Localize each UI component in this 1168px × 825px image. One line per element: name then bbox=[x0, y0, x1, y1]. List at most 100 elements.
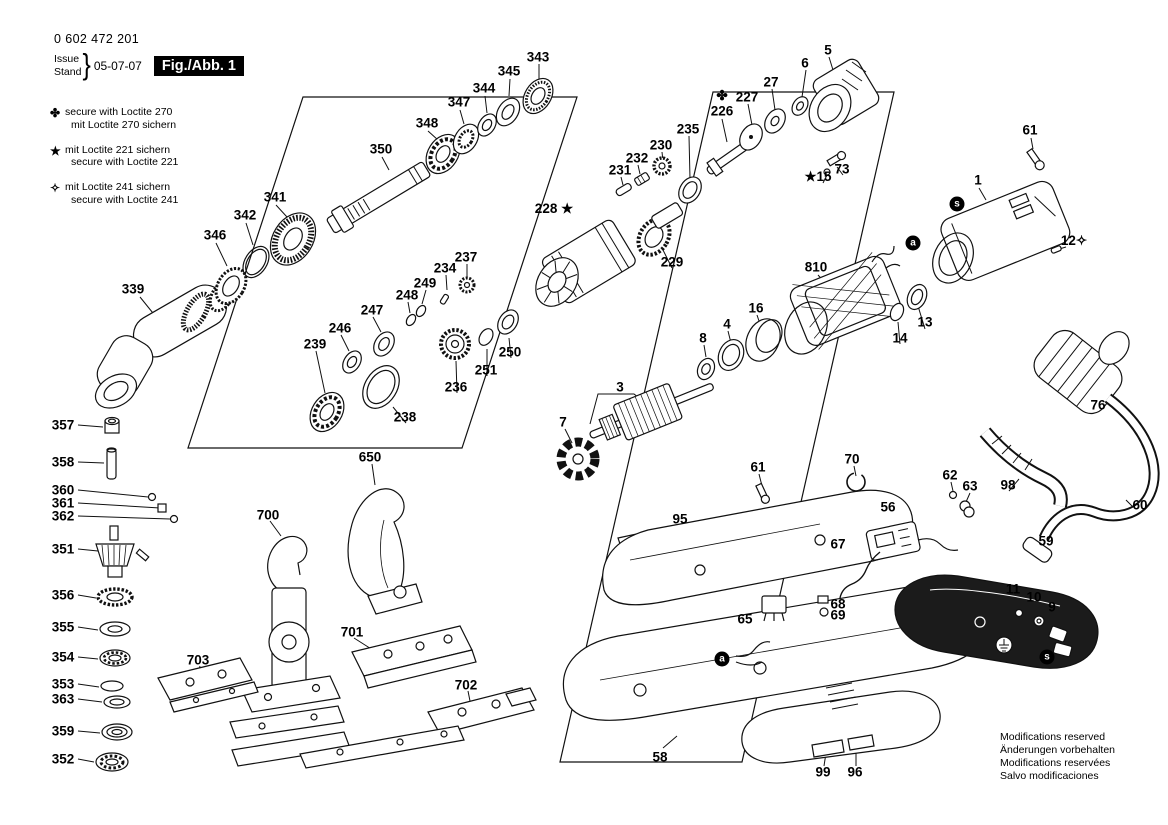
part-label-239: 239 bbox=[303, 336, 327, 352]
accessory-parts bbox=[95, 416, 537, 772]
part-label-12: 12✧ bbox=[1060, 233, 1088, 248]
housing-assembly bbox=[562, 329, 1160, 764]
part-label-14: 14 bbox=[892, 330, 908, 346]
part-label-56: 56 bbox=[880, 499, 896, 515]
part-label-61: 61 bbox=[750, 459, 766, 475]
part-label-250: 250 bbox=[498, 344, 522, 360]
part-label-700: 700 bbox=[256, 507, 280, 523]
part-label-236: 236 bbox=[444, 379, 468, 395]
figure-label: Fig./Abb. 1 bbox=[153, 55, 244, 76]
part-label-58: 58 bbox=[652, 749, 668, 765]
part-label-702: 702 bbox=[454, 677, 478, 693]
part-label-352: 352 bbox=[51, 751, 75, 767]
part-label-341: 341 bbox=[263, 189, 287, 205]
title-block: 0 602 472 201 Issue Stand } 05-07-07 Fig… bbox=[54, 32, 244, 82]
part-label-60: 60 bbox=[1132, 497, 1148, 513]
part-label-65: 65 bbox=[737, 611, 753, 627]
circle-marker-a: a bbox=[714, 651, 730, 667]
clover-icon: ✤ bbox=[50, 106, 61, 120]
part-label-248: 248 bbox=[395, 287, 419, 303]
part-label-363: 363 bbox=[51, 691, 75, 707]
part-label-4: 4 bbox=[723, 316, 731, 332]
part-label-: ✤ bbox=[716, 88, 728, 103]
part-label-359: 359 bbox=[51, 723, 75, 739]
part-label-227: 227 bbox=[735, 89, 759, 105]
part-label-353: 353 bbox=[51, 676, 75, 692]
issue-date: 05-07-07 bbox=[93, 58, 142, 73]
part-label-357: 357 bbox=[51, 417, 75, 433]
part-label-356: 356 bbox=[51, 587, 75, 603]
part-label-347: 347 bbox=[447, 94, 471, 110]
part-label-344: 344 bbox=[472, 80, 496, 96]
part-label-8: 8 bbox=[699, 330, 707, 346]
part-label-342: 342 bbox=[233, 207, 257, 223]
part-label-235: 235 bbox=[676, 121, 700, 137]
part-label-810: 810 bbox=[804, 259, 828, 275]
brace-glyph: } bbox=[82, 48, 91, 82]
part-label-237: 237 bbox=[454, 249, 478, 265]
legend-270-line1: secure with Loctite 270 bbox=[65, 106, 173, 118]
legend-row-loctite-221: ★ mit Loctite 221 sichern secure with Lo… bbox=[50, 144, 178, 170]
footer-line-de: Änderungen vorbehalten bbox=[1000, 744, 1116, 757]
part-label-99: 99 bbox=[815, 764, 831, 780]
part-label-1: 1 bbox=[974, 172, 982, 188]
part-label-355: 355 bbox=[51, 619, 75, 635]
part-label-62: 62 bbox=[942, 467, 958, 483]
part-label-343: 343 bbox=[526, 49, 550, 65]
part-label-76: 76 bbox=[1090, 397, 1106, 413]
part-label-69: 69 bbox=[830, 607, 846, 623]
stand-label: Stand bbox=[54, 65, 82, 78]
part-label-360: 360 bbox=[51, 482, 75, 498]
part-label-350: 350 bbox=[369, 141, 393, 157]
part-label-226: 226 bbox=[710, 103, 734, 119]
part-label-61: 61 bbox=[1022, 122, 1038, 138]
part-label-249: 249 bbox=[413, 275, 437, 291]
part-label-232: 232 bbox=[625, 150, 649, 166]
part-label-230: 230 bbox=[649, 137, 673, 153]
loctite-legend: ✤ secure with Loctite 270 mit Loctite 27… bbox=[50, 106, 178, 219]
part-label-16: 16 bbox=[748, 300, 764, 316]
part-label-345: 345 bbox=[497, 63, 521, 79]
part-label-11: 11 bbox=[1005, 581, 1021, 597]
part-label-361: 361 bbox=[51, 495, 75, 511]
circle-marker-s: s bbox=[1039, 649, 1055, 665]
legend-241-line2: secure with Loctite 241 bbox=[71, 193, 179, 206]
star-icon: ★ bbox=[50, 143, 61, 158]
part-label-238: 238 bbox=[393, 409, 417, 425]
part-label-354: 354 bbox=[51, 649, 75, 665]
part-label-68: 68 bbox=[830, 596, 846, 612]
part-label-231: 231 bbox=[608, 162, 632, 178]
legend-221-line1: mit Loctite 221 sichern bbox=[65, 143, 171, 156]
part-label-247: 247 bbox=[360, 302, 384, 318]
clutch-assembly bbox=[309, 58, 880, 433]
part-label-346: 346 bbox=[203, 227, 227, 243]
part-label-5: 5 bbox=[824, 42, 832, 58]
diamond-icon: ✧ bbox=[50, 181, 61, 196]
part-label-73: 73 bbox=[834, 161, 850, 177]
circle-marker-s: s bbox=[949, 196, 965, 212]
part-label-351: 351 bbox=[51, 541, 75, 557]
part-label-339: 339 bbox=[121, 281, 145, 297]
part-label-27: 27 bbox=[763, 74, 779, 90]
motor-assembly bbox=[556, 147, 1071, 481]
part-label-7: 7 bbox=[559, 414, 567, 430]
part-label-98: 98 bbox=[1000, 477, 1016, 493]
part-label-348: 348 bbox=[415, 115, 439, 131]
part-label-228: 228 ★ bbox=[534, 201, 574, 216]
legend-row-loctite-270: ✤ secure with Loctite 270 mit Loctite 27… bbox=[50, 106, 178, 132]
part-label-95: 95 bbox=[672, 511, 688, 527]
part-label-96: 96 bbox=[847, 764, 863, 780]
part-label-3: 3 bbox=[616, 379, 624, 395]
circle-marker-a: a bbox=[905, 235, 921, 251]
part-label-13: 13 bbox=[917, 314, 933, 330]
part-label-701: 701 bbox=[340, 624, 364, 640]
legend-221-line2: secure with Loctite 221 bbox=[71, 156, 179, 169]
issue-stand-labels: Issue Stand bbox=[54, 53, 81, 77]
part-label-10: 10 bbox=[1026, 589, 1042, 605]
legend-270-line2: mit Loctite 270 sichern bbox=[71, 118, 177, 131]
part-label-15: ★15 bbox=[804, 169, 832, 184]
part-label-358: 358 bbox=[51, 454, 75, 470]
part-label-9: 9 bbox=[1048, 599, 1056, 615]
legend-row-loctite-241: ✧ mit Loctite 241 sichern secure with Lo… bbox=[50, 181, 178, 207]
